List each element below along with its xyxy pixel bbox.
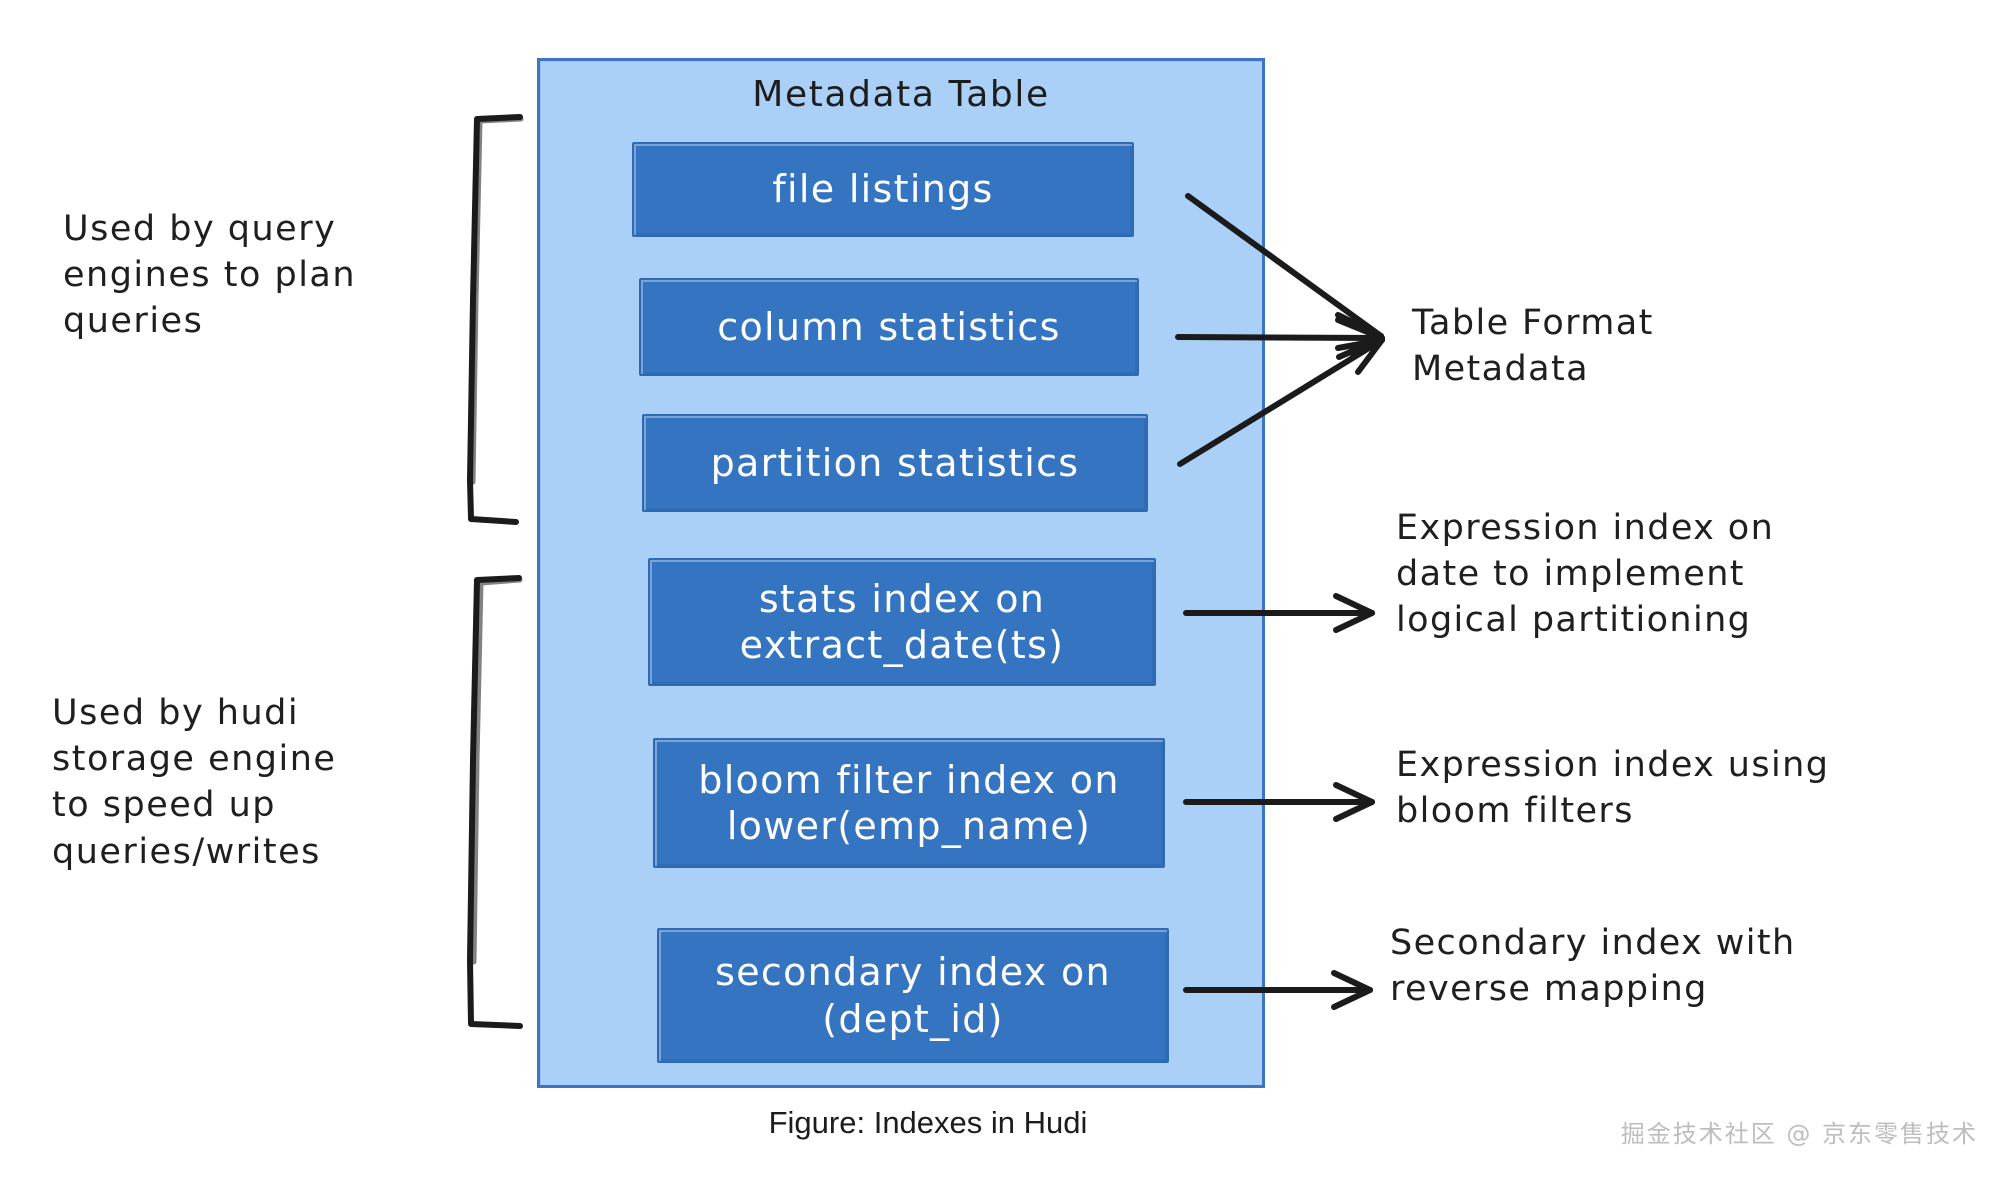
annotation-hudi-engine: Used by hudi storage engine to speed up …: [52, 693, 337, 872]
index-box-bloom-filter-index[interactable]: bloom filter index on lower(emp_name): [653, 738, 1165, 868]
index-box-file-listings[interactable]: file listings: [632, 142, 1134, 237]
index-box-column-statistics[interactable]: column statistics: [639, 278, 1139, 376]
index-box-stats-index[interactable]: stats index on extract_date(ts): [648, 558, 1156, 686]
figure-caption: Figure: Indexes in Hudi: [0, 1105, 1996, 1141]
annotation-secondary-index: Secondary index with reverse mapping: [1390, 923, 1796, 1010]
bracket-hudi-engine: [467, 575, 523, 1029]
annotation-expression-index-bloom: Expression index using bloom filters: [1396, 745, 1830, 832]
metadata-table-title: Metadata Table: [752, 74, 1050, 115]
index-box-partition-statistics[interactable]: partition statistics: [642, 414, 1148, 512]
annotation-table-format-metadata: Table Format Metadata: [1412, 303, 1654, 390]
index-box-secondary-index[interactable]: secondary index on (dept_id): [657, 928, 1169, 1063]
annotation-expression-index-date: Expression index on date to implement lo…: [1396, 508, 1775, 641]
bracket-query-engines: [467, 114, 524, 525]
watermark: 掘金技术社区 @ 京东零售技术: [1620, 1120, 1978, 1148]
annotation-query-engines: Used by query engines to plan queries: [63, 209, 357, 342]
figure-caption-text: Figure: Indexes in Hudi: [768, 1105, 1088, 1140]
